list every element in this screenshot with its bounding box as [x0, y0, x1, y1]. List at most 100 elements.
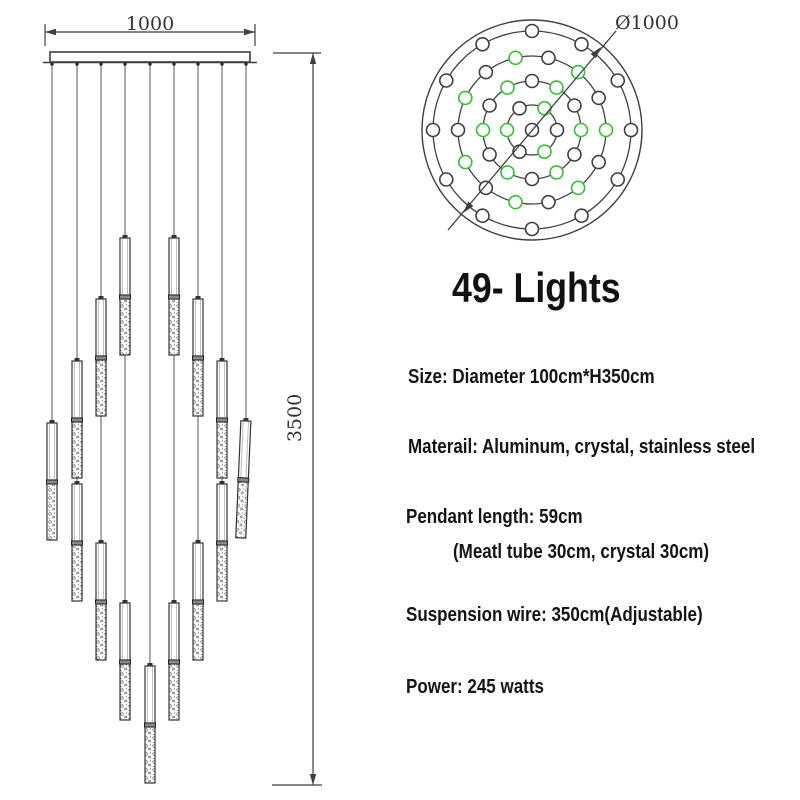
crystal-rod: [71, 421, 83, 479]
tube-shading: [240, 421, 244, 477]
tube-shading: [245, 422, 249, 478]
metal-tube: [144, 665, 156, 724]
crystal-rod: [71, 544, 83, 602]
crystal-rod: [95, 359, 107, 417]
elevation-view: 1000 3500: [43, 13, 322, 786]
plan-light-marker: [475, 208, 490, 224]
plan-light-marker: [598, 122, 614, 138]
metal-tube: [192, 542, 204, 601]
width-dimension: [44, 24, 256, 46]
plan-light-marker: [567, 147, 582, 162]
pendant-light: [144, 663, 156, 784]
plan-light-marker: [591, 154, 606, 170]
pendant-cap: [219, 481, 225, 484]
plan-light-marker: [610, 73, 626, 88]
pendant-cap: [74, 481, 80, 484]
tube-crystal-connector: [119, 294, 131, 300]
plan-light-marker: [524, 171, 540, 187]
plan-light-marker: [500, 80, 515, 95]
metal-tube: [237, 420, 252, 479]
pendant-lights: [46, 235, 252, 784]
pendant-cap: [122, 600, 128, 603]
plan-light-marker: [537, 144, 552, 159]
plan-light-marker: [524, 221, 540, 237]
crystal-rod: [192, 359, 204, 417]
pendant-light: [71, 358, 83, 479]
plan-light-marker: [475, 122, 491, 138]
metal-tube: [46, 422, 58, 481]
arrow-left-icon: [45, 28, 56, 36]
metal-tube: [71, 483, 83, 542]
pendant-light: [71, 481, 83, 602]
plan-light-marker: [567, 98, 582, 113]
plan-light-marker: [500, 165, 515, 180]
ceiling-plate: [49, 51, 251, 63]
arrow-up-icon: [309, 53, 317, 64]
pendant-cap: [98, 540, 104, 543]
metal-tube: [95, 542, 107, 601]
spec-pendant-length: Pendant length: 59cm: [406, 506, 583, 528]
crystal-rod: [168, 663, 180, 721]
plan-light-marker: [478, 64, 494, 80]
plan-light-marker: [591, 90, 606, 106]
crystal-rod: [46, 483, 58, 541]
plan-light-marker: [512, 101, 527, 116]
arrow-lower-left-icon: [463, 201, 474, 213]
pendant-cap: [171, 600, 177, 603]
plan-light-marker: [574, 36, 589, 52]
plan-light-marker: [570, 64, 586, 80]
pendant-cap: [243, 417, 249, 422]
plan-light-rings: [421, 19, 643, 241]
crystal-rod: [216, 544, 228, 602]
pendant-cap: [122, 235, 128, 238]
metal-tube: [192, 298, 204, 357]
plan-light-marker: [570, 180, 586, 196]
arrow-right-icon: [244, 28, 255, 36]
plan-light-marker: [623, 122, 639, 138]
spec-pendant-detail: (Meatl tube 30cm, crystal 30cm): [453, 541, 710, 563]
arrow-upper-right-icon: [590, 47, 601, 59]
pendant-light: [119, 600, 131, 721]
tube-crystal-connector: [168, 294, 180, 300]
width-dimension-label: 1000: [126, 13, 174, 35]
metal-tube: [168, 237, 180, 296]
pendant-light: [192, 540, 204, 661]
diameter-dimension-label: Ø1000: [615, 12, 679, 34]
pendant-cap: [219, 358, 225, 361]
metal-tube: [119, 602, 131, 661]
tube-crystal-connector: [46, 479, 58, 485]
metal-tube: [216, 360, 228, 419]
tube-crystal-connector: [95, 355, 107, 361]
pendant-light: [95, 540, 107, 661]
spec-power: Power: 245 watts: [406, 676, 544, 698]
height-dimension: [272, 52, 322, 786]
plan-light-marker: [549, 122, 565, 138]
plan-light-marker: [549, 165, 564, 180]
crystal-rod: [119, 663, 131, 721]
plan-light-marker: [549, 80, 564, 95]
pendant-light: [192, 296, 204, 417]
metal-tube: [168, 602, 180, 661]
plan-light-marker: [541, 194, 556, 210]
plan-outer-circle: [421, 19, 643, 241]
diameter-dimension: [447, 30, 617, 231]
spec-suspension-wire: Suspension wire: 350cm(Adjustable): [406, 604, 703, 626]
plan-light-marker: [425, 122, 441, 138]
pendant-cap: [195, 296, 201, 299]
crystal-rod: [95, 603, 107, 661]
pendant-light: [216, 358, 228, 479]
plan-light-marker: [478, 180, 494, 196]
crystal-rod: [119, 298, 131, 356]
plan-light-marker: [537, 101, 552, 116]
spec-size: Size: Diameter 100cm*H350cm: [408, 366, 655, 388]
crystal-rod: [235, 481, 249, 539]
arrow-down-icon: [309, 774, 317, 785]
height-dimension-label: 3500: [284, 394, 306, 442]
metal-tube: [71, 360, 83, 419]
pendant-light: [119, 235, 131, 356]
pendant-cap: [49, 420, 55, 423]
plan-light-marker: [482, 98, 497, 113]
pendant-cap: [195, 540, 201, 543]
metal-tube: [216, 483, 228, 542]
